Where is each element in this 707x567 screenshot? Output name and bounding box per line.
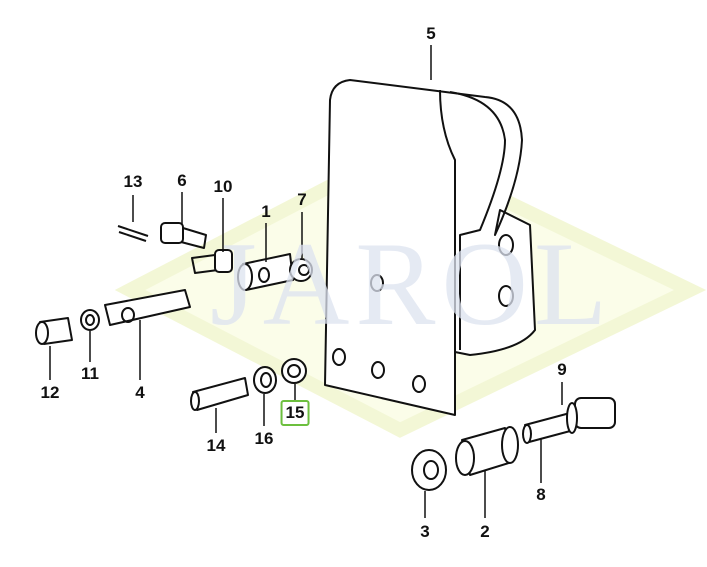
- bolt-part-8[interactable]: [522, 397, 616, 444]
- nut-part-7[interactable]: [289, 258, 313, 282]
- bushing-part-12[interactable]: [35, 317, 73, 345]
- part-label-1[interactable]: 1: [261, 202, 271, 221]
- part-label-14[interactable]: 14: [206, 436, 226, 455]
- part-label-8[interactable]: 8: [536, 485, 546, 504]
- washer-part-11[interactable]: [80, 309, 100, 331]
- part-label-7[interactable]: 7: [297, 190, 307, 209]
- part-label-12[interactable]: 12: [40, 383, 60, 402]
- part-label-5[interactable]: 5: [426, 24, 436, 43]
- bushing-part-2[interactable]: [455, 426, 519, 476]
- washer-part-3[interactable]: [411, 449, 447, 491]
- part-label-13[interactable]: 13: [123, 172, 143, 191]
- sleeve-part-1[interactable]: [237, 253, 294, 291]
- part-label-4[interactable]: 4: [135, 383, 145, 402]
- bracket-part-5[interactable]: [324, 79, 536, 416]
- bolt-part-10[interactable]: [191, 249, 233, 274]
- clevis-pin-part-4[interactable]: [104, 289, 191, 326]
- nut-part-15[interactable]: [281, 358, 307, 384]
- part-label-15-highlighted[interactable]: 15: [280, 400, 310, 426]
- stud-part-14[interactable]: [190, 377, 249, 411]
- part-label-10[interactable]: 10: [213, 177, 233, 196]
- part-label-2[interactable]: 2: [480, 522, 490, 541]
- part-label-11[interactable]: 11: [81, 364, 99, 383]
- part-label-16[interactable]: 16: [254, 429, 274, 448]
- washer-part-16[interactable]: [253, 366, 277, 394]
- part-label-3[interactable]: 3: [420, 522, 430, 541]
- leader-lines: [49, 45, 563, 518]
- washer-part-9[interactable]: [566, 402, 578, 434]
- pin-part-13[interactable]: [117, 225, 149, 242]
- bolt-part-6[interactable]: [160, 222, 207, 249]
- part-label-6[interactable]: 6: [177, 171, 187, 190]
- part-label-9[interactable]: 9: [557, 360, 567, 379]
